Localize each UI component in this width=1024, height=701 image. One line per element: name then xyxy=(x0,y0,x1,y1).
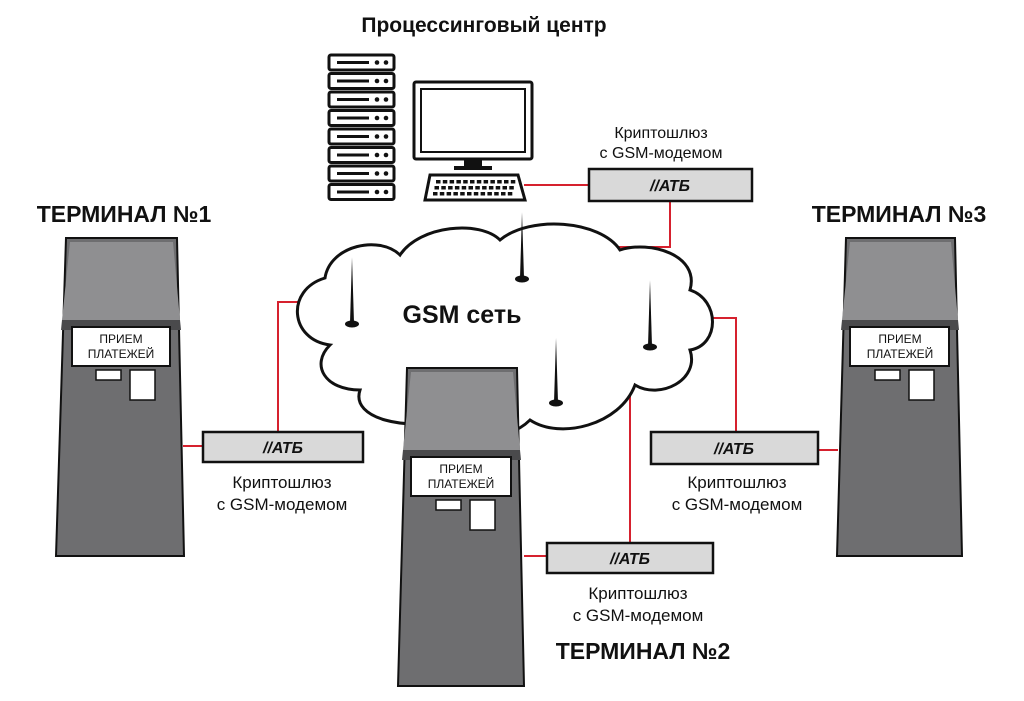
terminal3-screen-line2: ПЛАТЕЖЕЙ xyxy=(867,346,934,361)
gateway2-caption-line1: Криптошлюз xyxy=(588,584,687,603)
gateway-top-caption-line1: Криптошлюз xyxy=(614,125,707,142)
gateway-brand-logo: //АТБ xyxy=(609,551,650,568)
receipt-slot xyxy=(908,369,935,401)
crypto-gateway-top: //АТБ xyxy=(587,167,754,203)
terminal1-screen-line2: ПЛАТЕЖЕЙ xyxy=(88,346,155,361)
gateway1-caption-line1: Криптошлюз xyxy=(232,473,331,492)
antenna-icon xyxy=(549,338,563,407)
crypto-gateway-3: //АТБ xyxy=(649,430,820,466)
gateway-brand-logo: //АТБ xyxy=(649,178,690,195)
terminal-3: ПРИЕМ ПЛАТЕЖЕЙ xyxy=(835,237,964,557)
gateway-top-caption-line2: с GSM-модемом xyxy=(600,145,723,162)
terminal2-label: ТЕРМИНАЛ №2 xyxy=(556,638,731,664)
terminal1-label: ТЕРМИНАЛ №1 xyxy=(37,201,212,227)
processing-center-title: Процессинговый центр xyxy=(361,14,606,37)
terminal-1: ПРИЕМ ПЛАТЕЖЕЙ xyxy=(54,237,186,557)
gateway1-caption-line2: с GSM-модемом xyxy=(217,495,348,514)
antenna-icon xyxy=(345,257,359,328)
server-rack-icon xyxy=(327,53,396,201)
card-slot xyxy=(435,499,462,511)
network-label: GSM сеть xyxy=(403,301,522,329)
terminal2-screen-line2: ПЛАТЕЖЕЙ xyxy=(428,476,495,491)
crypto-gateway-2: //АТБ xyxy=(545,541,715,575)
terminal3-screen-line1: ПРИЕМ xyxy=(878,332,921,346)
terminal1-screen-line1: ПРИЕМ xyxy=(99,332,142,346)
terminal3-label: ТЕРМИНАЛ №3 xyxy=(812,201,987,227)
keyboard-icon xyxy=(423,173,527,202)
card-slot xyxy=(95,369,122,381)
antenna-icon xyxy=(643,280,657,351)
gateway3-caption-line1: Криптошлюз xyxy=(687,473,786,492)
crypto-gateway-1: //АТБ xyxy=(201,430,365,464)
gateway3-caption-line2: с GSM-модемом xyxy=(672,495,803,514)
card-slot xyxy=(874,369,901,381)
terminal-2: ПРИЕМ ПЛАТЕЖЕЙ xyxy=(396,367,526,687)
terminal2-screen-line1: ПРИЕМ xyxy=(439,462,482,476)
receipt-slot xyxy=(129,369,156,401)
monitor-icon xyxy=(412,80,534,170)
gateway-brand-logo: //АТБ xyxy=(262,440,303,457)
receipt-slot xyxy=(469,499,496,531)
antenna-icon xyxy=(515,212,529,283)
gateway2-caption-line2: с GSM-модемом xyxy=(573,606,704,625)
gateway-brand-logo: //АТБ xyxy=(713,441,754,458)
